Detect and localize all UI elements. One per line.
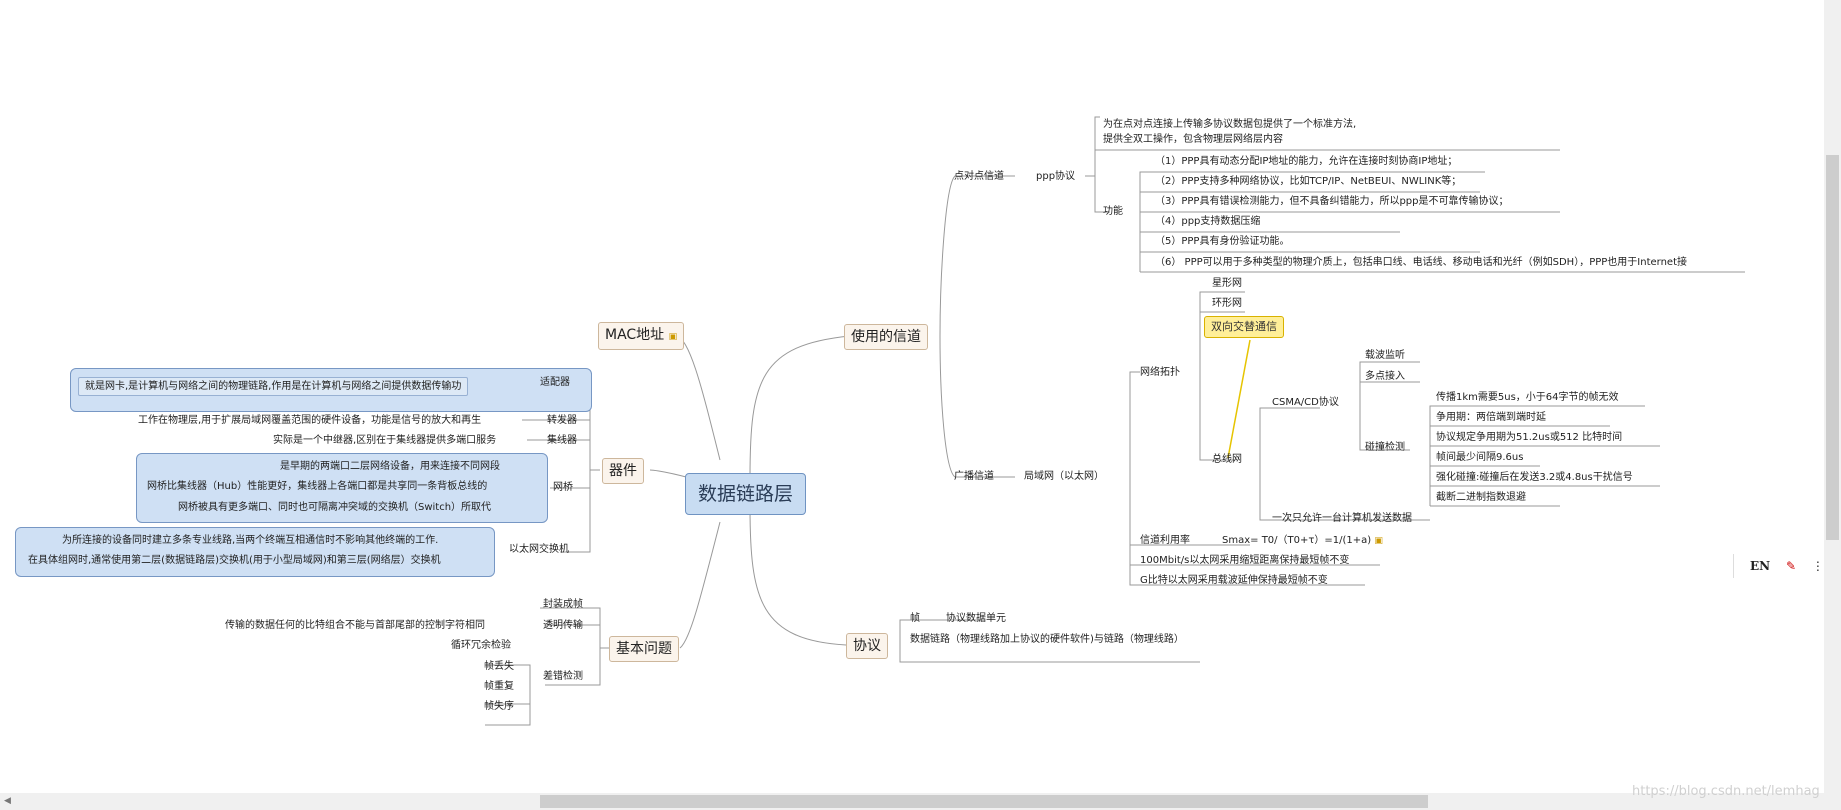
fast-ethernet: 100Mbit/s以太网采用缩短距离保持最短帧不变 (1140, 555, 1350, 566)
collision-item: 帧间最少间隔9.6us (1436, 452, 1524, 463)
ppp-protocol[interactable]: ppp协议 (1036, 171, 1076, 182)
bridge-callout (136, 453, 548, 523)
topic-channel[interactable]: 使用的信道 (844, 324, 928, 350)
frame[interactable]: 帧 (910, 613, 920, 624)
topic-protocol[interactable]: 协议 (846, 633, 888, 659)
ime-pad-icon[interactable]: ✎ (1785, 559, 1797, 573)
bridge[interactable]: 网桥 (553, 482, 573, 493)
topic-basic-issues[interactable]: 基本问题 (609, 636, 679, 662)
ime-language[interactable]: EN (1750, 559, 1771, 573)
bridge-desc-line: 是早期的两端口二层网络设备，用来连接不同网段 (280, 461, 500, 472)
vertical-scrollbar[interactable] (1824, 0, 1841, 810)
ppp-feature: （2）PPP支持多种网络协议，比如TCP/IP、NetBEUI、NWLINK等； (1155, 176, 1462, 187)
collision-item: 截断二进制指数退避 (1436, 492, 1526, 503)
error-detection[interactable]: 差错检测 (543, 671, 583, 682)
ptp-channel[interactable]: 点对点信道 (954, 171, 1004, 182)
topic-mac-address[interactable]: MAC地址 ▣ (598, 322, 685, 350)
framing[interactable]: 封装成帧 (543, 599, 583, 610)
multiple-access: 多点接入 (1365, 371, 1405, 382)
collision-item: 争用期：两倍端到端时延 (1436, 412, 1546, 423)
central-topic[interactable]: 数据链路层 (685, 473, 807, 515)
hub-description: 实际是一个中继器,区别在于集线器提供多端口服务 (273, 435, 497, 446)
lan-ethernet[interactable]: 局域网（以太网） (1024, 471, 1104, 482)
crc[interactable]: 循环冗余检验 (451, 640, 511, 651)
one-at-a-time: 一次只允许一台计算机发送数据 (1272, 513, 1412, 524)
note-icon: ▣ (1374, 536, 1383, 546)
ppp-desc-2: 提供全双工操作，包含物理层网络层内容 (1103, 134, 1283, 145)
carrier-sense: 载波监听 (1365, 350, 1405, 361)
ppp-feature: （3）PPP具有错误检测能力，但不具备纠错能力，所以ppp是不可靠传输协议； (1155, 196, 1509, 207)
duplex-callout[interactable]: 双向交替通信 (1204, 316, 1284, 338)
horizontal-scrollbar[interactable]: ◀ (0, 793, 1824, 810)
star-network: 星形网 (1212, 278, 1242, 289)
ethernet-switch[interactable]: 以太网交换机 (509, 544, 569, 555)
switch-desc-line: 为所连接的设备同时建立多条专业线路,当两个终端互相通信时不影响其他终端的工作. (62, 535, 439, 546)
collision-detect[interactable]: 碰撞检测 (1365, 442, 1405, 453)
topic-devices[interactable]: 器件 (602, 458, 644, 484)
repeater-description: 工作在物理层,用于扩展局域网覆盖范围的硬件设备，功能是信号的放大和再生 (138, 415, 482, 426)
bridge-desc-line: 网桥比集线器（Hub）性能更好，集线器上各端口都是共享同一条背板总线的 (147, 481, 488, 492)
repeater[interactable]: 转发器 (547, 415, 577, 426)
ppp-functions[interactable]: 功能 (1103, 206, 1123, 217)
transparent-description: 传输的数据任何的比特组合不能与首部尾部的控制字符相同 (225, 620, 485, 631)
ppp-feature: （5）PPP具有身份验证功能。 (1155, 236, 1290, 247)
scroll-left-icon[interactable]: ◀ (4, 796, 11, 806)
frame-description: 协议数据单元 (946, 613, 1006, 624)
adapter-description: 就是网卡,是计算机与网络之间的物理链路,作用是在计算机与网络之间提供数据传输功 (78, 377, 469, 396)
ime-menu-icon[interactable]: ⋮ (1811, 559, 1824, 573)
ppp-feature: （1）PPP具有动态分配IP地址的能力，允许在连接时刻协商IP地址； (1155, 156, 1458, 167)
note-icon: ▣ (668, 332, 678, 342)
switch-callout (15, 527, 495, 577)
gigabit-ethernet: G比特以太网采用载波延伸保持最短帧不变 (1140, 575, 1328, 586)
broadcast-channel[interactable]: 广播信道 (954, 471, 994, 482)
switch-desc-line: 在具体组网时,通常使用第二层(数据链路层)交换机(用于小型局域网)和第三层(网络… (28, 555, 441, 566)
ring-network: 环形网 (1212, 298, 1242, 309)
hub[interactable]: 集线器 (547, 435, 577, 446)
watermark: https://blog.csdn.net/lemhag (1632, 784, 1820, 799)
link-description: 数据链路（物理线路加上协议的硬件软件)与链路（物理线路） (910, 634, 1184, 645)
ppp-feature: （4）ppp支持数据压缩 (1155, 216, 1261, 227)
channel-utilization[interactable]: 信道利用率 (1140, 535, 1190, 546)
adapter[interactable]: 适配器 (540, 377, 570, 388)
frame-error: 帧丢失 (484, 661, 514, 672)
frame-error: 帧重复 (484, 681, 514, 692)
collision-item: 传播1km需要5us，小于64字节的帧无效 (1436, 392, 1619, 403)
collision-item: 协议规定争用期为51.2us或512 比特时间 (1436, 432, 1623, 443)
frame-error: 帧失序 (484, 701, 514, 712)
smax-formula: Smax= T0/（T0+τ）=1/(1+a) ▣ (1222, 534, 1383, 548)
horizontal-scroll-thumb[interactable] (540, 795, 1428, 808)
bus-network[interactable]: 总线网 (1212, 454, 1242, 465)
collision-item: 强化碰撞:碰撞后在发送3.2或4.8us干扰信号 (1436, 472, 1633, 483)
topic-label: MAC地址 (605, 327, 665, 343)
network-topology[interactable]: 网络拓扑 (1140, 367, 1180, 378)
transparent-transmission[interactable]: 透明传输 (543, 620, 583, 631)
vertical-scroll-thumb[interactable] (1826, 155, 1839, 540)
bridge-desc-line: 网桥被具有更多端口、同时也可隔离冲突域的交换机（Switch）所取代 (178, 502, 492, 513)
ppp-feature: （6） PPP可以用于多种类型的物理介质上，包括串口线、电话线、移动电话和光纤（… (1155, 257, 1687, 268)
ppp-desc-1: 为在点对点连接上传输多协议数据包提供了一个标准方法, (1103, 119, 1357, 130)
csma-cd[interactable]: CSMA/CD协议 (1272, 397, 1339, 408)
ime-toolbar[interactable]: EN ✎ ⋮ (1733, 554, 1824, 578)
smax-text: Smax= T0/（T0+τ）=1/(1+a) (1222, 535, 1372, 546)
